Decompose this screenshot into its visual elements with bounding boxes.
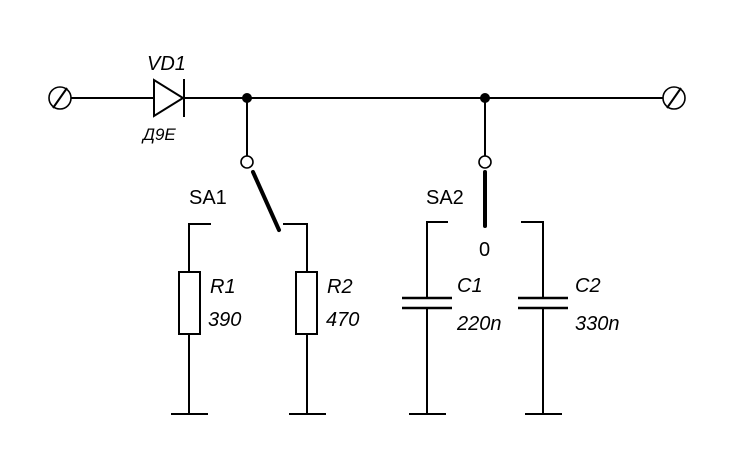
- switch-sa1-label: SA1: [189, 187, 227, 209]
- sa1-contact-r1: [188, 223, 211, 272]
- capacitor-c2: [518, 296, 568, 310]
- resistor-r2: [295, 271, 318, 335]
- capacitor-c2-value: 330n: [575, 313, 620, 335]
- sa2-contact-c1: [426, 221, 448, 298]
- resistor-r2-value: 470: [326, 309, 359, 331]
- switch-sa2-position: 0: [479, 239, 490, 261]
- resistor-r1-value: 390: [208, 309, 241, 331]
- switch-sa1: [240, 98, 281, 232]
- right-terminal: [662, 86, 686, 110]
- left-terminal: [48, 86, 72, 110]
- capacitor-c1: [402, 296, 452, 310]
- resistor-r2-ref: R2: [327, 276, 353, 298]
- capacitor-c2-ref: C2: [575, 275, 601, 297]
- resistor-r1-ref: R1: [210, 276, 236, 298]
- switch-sa2: [478, 98, 492, 228]
- sa2-contact-c2: [521, 221, 544, 298]
- resistor-r1: [178, 271, 201, 335]
- sa1-contact-r2: [283, 223, 308, 272]
- switch-sa2-label: SA2: [426, 187, 464, 209]
- diode-ref-label: VD1: [147, 53, 186, 75]
- capacitor-c1-value: 220n: [456, 313, 502, 335]
- diode-vd1: [153, 78, 185, 118]
- capacitor-c1-ref: C1: [457, 275, 483, 297]
- diode-part-label: Д9Е: [141, 125, 176, 144]
